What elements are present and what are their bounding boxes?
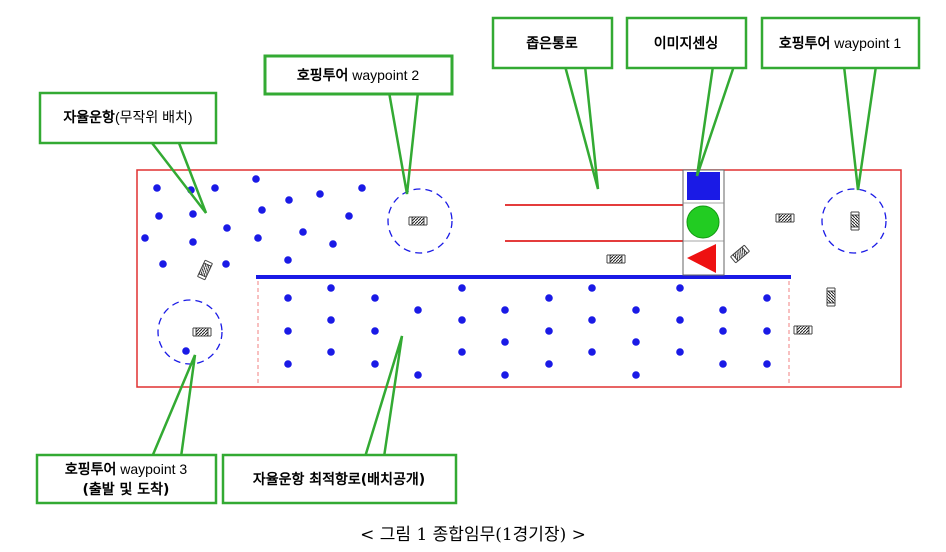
buoy-dot	[327, 284, 335, 292]
buoy-dot	[545, 327, 553, 335]
buoy-dot	[327, 348, 335, 356]
callout-optimal-route: 자율운항 최적항로(배치공개)	[221, 453, 458, 505]
buoy-dot	[284, 294, 292, 302]
waypoint-circle-2	[387, 188, 453, 254]
buoy-dot	[345, 212, 353, 220]
blue-square-target	[687, 172, 720, 200]
field-boundary	[136, 169, 902, 388]
buoy-dot	[254, 234, 262, 242]
buoy-dot	[414, 371, 422, 379]
waypoint-circle-3	[157, 299, 223, 365]
buoy-dot	[284, 360, 292, 368]
boat-icon	[192, 327, 212, 337]
buoy-dot	[316, 190, 324, 198]
callout-label-rest: waypoint 3	[116, 461, 187, 477]
buoy-dot	[632, 371, 640, 379]
buoy-dot	[545, 294, 553, 302]
route-buoy-group	[284, 284, 771, 379]
callout-label-bold: 호핑투어	[65, 461, 117, 478]
callout-waypoint1: 호핑투어 waypoint 1	[760, 16, 921, 70]
svg-text:호핑투어 waypoint 2: 호핑투어 waypoint 2	[297, 67, 420, 84]
buoy-dot	[632, 306, 640, 314]
callout-image-sensing: 이미지센싱	[625, 16, 748, 70]
buoy-dot	[501, 371, 509, 379]
random-buoy-group	[141, 175, 366, 355]
buoy-dot	[189, 238, 197, 246]
callout-autonomous-random: 자율운항(무작위 배치)	[38, 91, 218, 145]
buoy-dot	[458, 316, 466, 324]
svg-text:호핑투어 waypoint 3: 호핑투어 waypoint 3	[65, 461, 188, 478]
boat-icon	[408, 216, 428, 226]
buoy-dot	[223, 224, 231, 232]
callout-waypoint3: 호핑투어 waypoint 3 (출발 및 도착)	[35, 453, 218, 505]
buoy-dot	[329, 240, 337, 248]
callout-label-bold: 좁은통로	[526, 36, 578, 52]
green-circle-target	[686, 205, 720, 239]
callout-narrow-passage: 좁은통로	[491, 16, 614, 70]
buoy-dot	[763, 327, 771, 335]
buoy-dot	[545, 360, 553, 368]
svg-text:자율운항(무작위 배치): 자율운항(무작위 배치)	[63, 109, 192, 126]
buoy-dot	[676, 284, 684, 292]
buoy-dot	[458, 348, 466, 356]
callout-label-rest: waypoint 1	[830, 35, 901, 51]
buoy-dot	[588, 348, 596, 356]
buoy-dot	[155, 212, 163, 220]
buoy-dot	[763, 360, 771, 368]
callout-label-bold: 자율운항	[63, 109, 115, 126]
boat-icon	[850, 211, 860, 231]
buoy-dot	[763, 294, 771, 302]
buoy-dot	[719, 306, 727, 314]
buoy-dot	[588, 284, 596, 292]
figure-caption: < 그림 1 종합임무(1경기장) >	[360, 525, 586, 545]
buoy-dot	[182, 347, 190, 355]
callout-label-bold: 호핑투어	[297, 67, 349, 84]
buoy-dot	[458, 284, 466, 292]
boat-icon	[775, 213, 795, 223]
buoy-dot	[371, 360, 379, 368]
callout-label-line2: (출발 및 도착)	[83, 481, 170, 498]
callout-label-bold: 이미지센싱	[654, 35, 718, 52]
buoy-dot	[588, 316, 596, 324]
buoy-dot	[371, 327, 379, 335]
boat-icon	[606, 254, 626, 264]
buoy-dot	[222, 260, 230, 268]
boat-icon	[793, 325, 813, 335]
callout-pointers	[150, 65, 878, 458]
buoy-dot	[159, 260, 167, 268]
buoy-dot	[189, 210, 197, 218]
waypoint-circle-1	[821, 188, 887, 254]
buoy-dot	[632, 338, 640, 346]
buoy-dot	[258, 206, 266, 214]
buoy-dot	[719, 327, 727, 335]
buoy-dot	[211, 184, 219, 192]
red-triangle-target	[687, 244, 716, 273]
callout-label-rest: waypoint 2	[348, 67, 419, 83]
callout-label-rest: (무작위 배치)	[115, 109, 193, 125]
boat-icon	[730, 244, 750, 264]
buoy-dot	[414, 306, 422, 314]
callout-label-bold: 호핑투어	[779, 35, 831, 52]
buoy-dot	[284, 327, 292, 335]
buoy-dot	[371, 294, 379, 302]
buoy-dot	[299, 228, 307, 236]
buoy-dot	[284, 256, 292, 264]
callout-label-bold: 자율운항 최적항로(배치공개)	[253, 471, 425, 488]
buoy-dot	[358, 184, 366, 192]
buoy-dot	[501, 338, 509, 346]
svg-text:호핑투어 waypoint 1: 호핑투어 waypoint 1	[779, 35, 902, 52]
buoy-dot	[141, 234, 149, 242]
buoy-dot	[719, 360, 727, 368]
buoy-dot	[676, 348, 684, 356]
boat-icon	[197, 259, 213, 281]
buoy-dot	[285, 196, 293, 204]
buoy-dot	[327, 316, 335, 324]
boat-icon	[826, 287, 836, 307]
buoy-dot	[153, 184, 161, 192]
buoy-dot	[676, 316, 684, 324]
callout-waypoint2: 호핑투어 waypoint 2	[263, 54, 454, 96]
buoy-dot	[252, 175, 260, 183]
buoy-dot	[501, 306, 509, 314]
